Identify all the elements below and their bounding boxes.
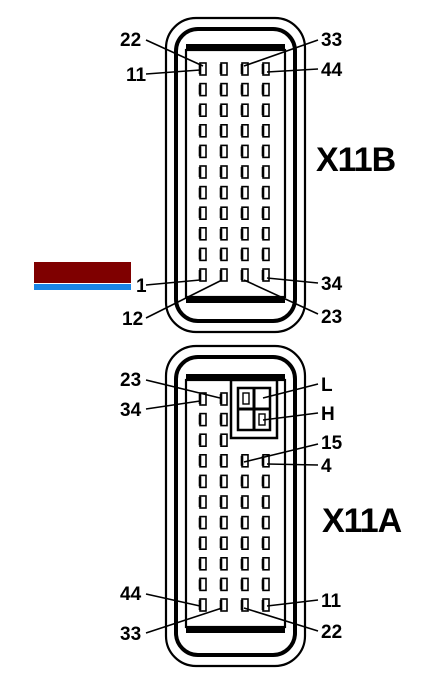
x11b-label-11: 11: [126, 65, 147, 86]
x11a-label-l: L: [321, 375, 333, 396]
x11b-leaders: [145, 39, 319, 319]
x11a-label-44: 44: [120, 584, 142, 605]
x11a-label-11: 11: [321, 591, 342, 612]
x11b-title: X11B: [316, 141, 396, 179]
x11b-label-22: 22: [120, 30, 141, 51]
connector-x11a: 23 34 L H 15 4 44 11 33 22 X11A: [120, 344, 403, 668]
x11a-label-15: 15: [321, 433, 343, 454]
x11a-label-34: 34: [120, 400, 142, 421]
x11b-label-23: 23: [321, 307, 342, 328]
x11a-label-22: 22: [321, 622, 342, 643]
x11a-pin-grid: [198, 392, 270, 612]
x11a-label-23: 23: [120, 370, 141, 391]
x11a-label-33: 33: [120, 624, 141, 645]
x11a-can-block: [229, 378, 279, 440]
marker-red-bar: [34, 262, 131, 283]
x11b-latch-bottom: [186, 296, 285, 303]
x11b-label-1: 1: [136, 276, 147, 297]
connector-x11b: 22 33 11 44 1 34 12 23 X11B: [120, 16, 397, 334]
color-marker: [34, 262, 131, 290]
x11b-label-34: 34: [321, 274, 343, 295]
x11a-can-pin-l: [242, 392, 250, 405]
x11b-pin-grid: [198, 62, 270, 282]
x11a-latch-bottom: [186, 626, 285, 633]
x11a-title: X11A: [322, 502, 402, 540]
x11b-latch-top: [186, 44, 285, 51]
x11a-latch-top: [186, 374, 285, 381]
x11a-label-4: 4: [321, 456, 332, 477]
x11b-label-44: 44: [321, 60, 343, 81]
marker-blue-bar: [34, 284, 131, 290]
x11b-label-33: 33: [321, 30, 342, 51]
x11b-label-12: 12: [122, 309, 143, 330]
x11a-leaders: [145, 379, 319, 634]
x11a-label-h: H: [321, 404, 335, 425]
